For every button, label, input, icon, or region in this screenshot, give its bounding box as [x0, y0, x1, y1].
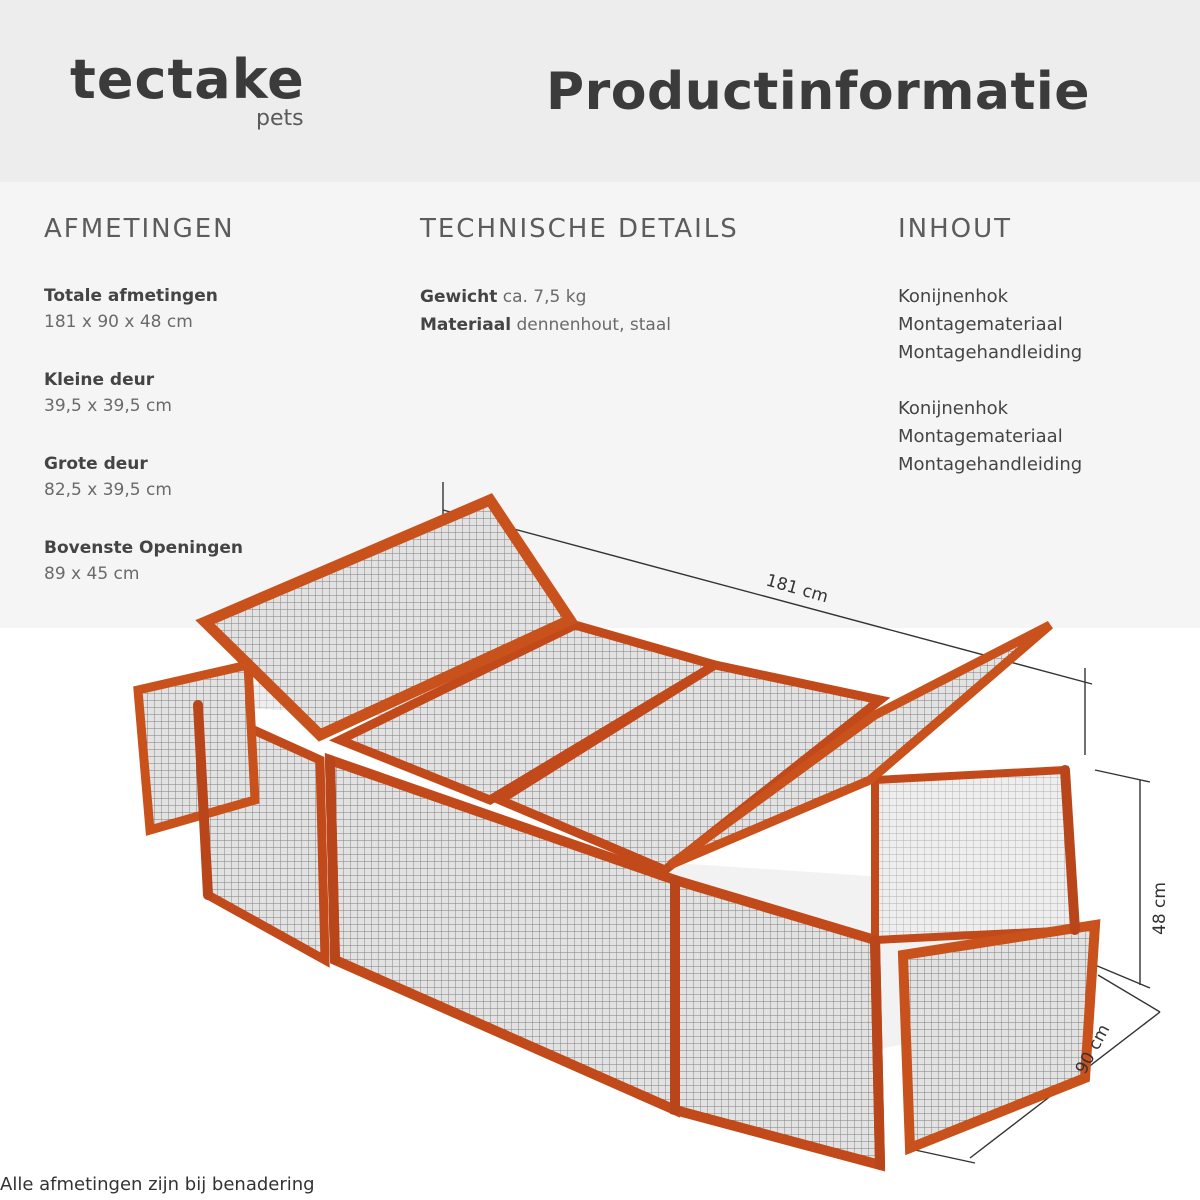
- tech-material: Materiaal dennenhout, staal: [420, 311, 671, 339]
- spec-value: 82,5 x 39,5 cm: [44, 480, 172, 500]
- technical-details: Gewicht ca. 7,5 kg Materiaal dennenhout,…: [420, 283, 671, 339]
- contents-item: Konijnenhok: [898, 286, 1009, 307]
- hutch-body: [133, 493, 1101, 1172]
- footnote: Alle afmetingen zijn bij benadering: [0, 1174, 315, 1195]
- spec-value: 39,5 x 39,5 cm: [44, 396, 172, 416]
- contents-item: Montagemateriaal: [898, 426, 1063, 447]
- spec-label: Totale afmetingen: [44, 286, 218, 306]
- contents-item: Montagehandleiding: [898, 454, 1083, 475]
- info-panel: [0, 182, 1200, 628]
- spec-label: Kleine deur: [44, 370, 155, 390]
- height-dimension-label: 48 cm: [1150, 882, 1170, 935]
- spec-label: Bovenste Openingen: [44, 538, 244, 558]
- spec-total: Totale afmetingen 181 x 90 x 48 cm: [44, 283, 374, 335]
- brand-sub: pets: [256, 106, 304, 131]
- tech-value: ca. 7,5 kg: [502, 287, 587, 307]
- spec-large-door: Grote deur 82,5 x 39,5 cm: [44, 451, 374, 503]
- heading-afmetingen: AFMETINGEN: [44, 214, 235, 244]
- tech-label: Gewicht: [420, 287, 498, 307]
- page-title: Productinformatie: [546, 62, 1090, 122]
- contents-list-2: Konijnenhok Montagemateriaal Montagehand…: [898, 395, 1082, 479]
- contents-item: Montagehandleiding: [898, 342, 1083, 363]
- tech-value: dennenhout, staal: [516, 315, 671, 335]
- tech-label: Materiaal: [420, 315, 512, 335]
- spec-value: 181 x 90 x 48 cm: [44, 312, 193, 332]
- contents-list-1: Konijnenhok Montagemateriaal Montagehand…: [898, 283, 1082, 367]
- heading-inhoud: INHOUT: [898, 214, 1013, 244]
- spec-value: 89 x 45 cm: [44, 564, 140, 584]
- tech-weight: Gewicht ca. 7,5 kg: [420, 283, 671, 311]
- spec-small-door: Kleine deur 39,5 x 39,5 cm: [44, 367, 374, 419]
- spec-top-openings: Bovenste Openingen 89 x 45 cm: [44, 535, 374, 587]
- brand-logo: tectake: [70, 48, 305, 111]
- heading-technische-details: TECHNISCHE DETAILS: [420, 214, 739, 244]
- contents-item: Montagemateriaal: [898, 314, 1063, 335]
- header-band: [0, 0, 1200, 182]
- spec-label: Grote deur: [44, 454, 148, 474]
- length-dimension-label: 181 cm: [764, 571, 831, 608]
- contents-item: Konijnenhok: [898, 398, 1009, 419]
